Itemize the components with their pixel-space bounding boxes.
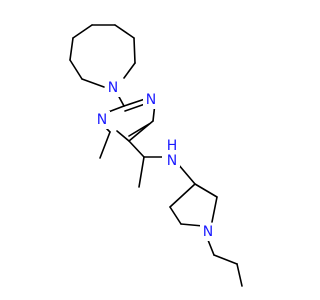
atom-label-n: N — [108, 80, 118, 96]
molecule-canvas: N N N H N N — [69, 24, 243, 287]
propyl-chain — [207, 239, 243, 287]
bond — [180, 223, 204, 227]
bond — [114, 24, 135, 39]
piperidine-nitrogen: N — [200, 223, 216, 241]
azocane-nitrogen: N — [105, 79, 121, 97]
bond — [207, 239, 215, 256]
atom-label-n: N — [167, 153, 177, 169]
bond — [72, 24, 93, 39]
structure-drawing: N N N H N N — [69, 24, 243, 287]
bond — [123, 98, 146, 107]
atom-label-n: N — [146, 92, 156, 108]
bond — [133, 37, 136, 64]
bond — [69, 37, 74, 61]
bond — [177, 163, 196, 185]
bond — [213, 254, 238, 265]
bond — [124, 103, 146, 112]
bond — [116, 130, 130, 142]
amine-nh: H N — [162, 138, 180, 169]
bond — [169, 206, 182, 225]
bond — [138, 156, 145, 188]
bond — [69, 59, 83, 80]
atom-label-n: N — [97, 112, 107, 128]
azocane-ring — [69, 24, 136, 88]
label-background — [200, 223, 216, 241]
atom-label-h: H — [167, 138, 178, 154]
bond — [128, 140, 145, 158]
bond — [123, 62, 136, 79]
bond — [169, 183, 196, 208]
pyrimidine-ring — [102, 98, 156, 142]
atom-label-n: N — [203, 224, 213, 240]
bond — [236, 263, 243, 287]
pyrimidine-nitrogen-lower: N — [94, 111, 110, 129]
bond — [81, 78, 105, 88]
bond — [194, 183, 218, 198]
label-background — [105, 79, 121, 97]
bond — [99, 131, 111, 159]
bond — [211, 196, 218, 223]
label-background — [94, 111, 110, 129]
bond — [128, 123, 150, 137]
piperidine-ring — [169, 183, 218, 227]
pyrimidine-nitrogen-upper: N — [143, 91, 159, 109]
label-background — [162, 143, 180, 167]
label-background — [143, 91, 159, 109]
